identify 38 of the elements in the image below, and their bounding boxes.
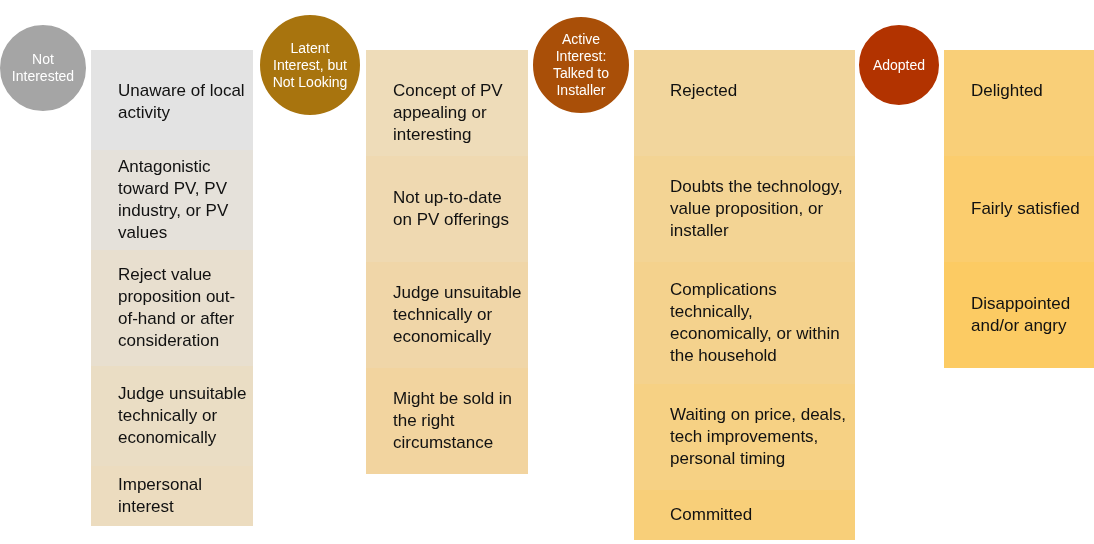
cell-text: Reject value proposition out-of-hand or after consideration [118, 264, 237, 352]
cell-text: Rejected [670, 80, 739, 102]
cell-text: Waiting on price, deals, tech improvements, personal timing [670, 404, 848, 470]
reason-cell [634, 384, 855, 490]
reason-cell [366, 156, 528, 262]
reason-cell [634, 262, 855, 384]
cell-text: Concept of PV appealing or interesting [393, 80, 504, 146]
reason-cell [634, 50, 855, 156]
cell-text: Judge unsuitable technically or economically [118, 383, 247, 449]
cell-text: Impersonal interest [118, 474, 204, 518]
reason-cell [634, 490, 855, 540]
reason-cell [91, 150, 253, 250]
cell-text: Not up-to-date on PV offerings [393, 187, 510, 231]
stage-label: Latent Interest, but Not Looking [271, 39, 349, 91]
reason-cell [366, 262, 528, 368]
reason-cell [91, 250, 253, 366]
cell-text: Might be sold in the right circumstance [393, 388, 514, 454]
cell-text: Delighted [971, 80, 1044, 102]
stage-label: Active Interest: Talked to Installer [551, 31, 610, 99]
cell-text: Doubts the technology, value proposition, or installer [670, 176, 844, 242]
cell-text: Fairly satisfied [971, 198, 1081, 220]
cell-text: Committed [670, 504, 754, 526]
reason-cell [944, 50, 1094, 156]
reason-cell [91, 466, 253, 526]
cell-text: Unaware of local activity [118, 80, 246, 124]
reason-cell [366, 50, 528, 156]
reason-cell [91, 366, 253, 466]
cell-text: Antagonistic toward PV, PV industry, or PV values [118, 156, 230, 244]
reason-cell [944, 156, 1094, 262]
cell-text: Disappointed and/or angry [971, 293, 1072, 337]
cell-text: Judge unsuitable technically or economically [393, 282, 522, 348]
reason-cell [366, 368, 528, 474]
reason-cell [944, 262, 1094, 368]
reason-cell [634, 156, 855, 262]
stage-label: Adopted [872, 56, 926, 74]
reason-cell [91, 50, 253, 150]
stage-label: Not Interested [10, 51, 76, 85]
cell-text: Complications technically, economically, or within the household [670, 279, 841, 367]
